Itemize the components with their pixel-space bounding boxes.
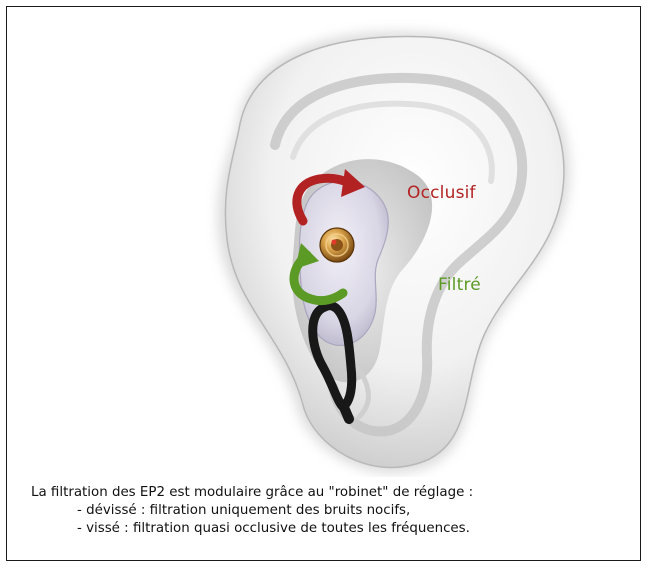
figure-frame: Occlusif Filtré La filtration des EP2 es… xyxy=(6,6,641,561)
label-occlusif: Occlusif xyxy=(407,183,476,203)
valve-knob-icon xyxy=(320,228,354,262)
caption-item-devisse: - dévissé : filtration uniquement des br… xyxy=(31,502,631,520)
label-filtre: Filtré xyxy=(438,275,481,295)
caption-item-visse: - vissé : filtration quasi occlusive de … xyxy=(31,520,631,538)
caption-intro: La filtration des EP2 est modulaire grâc… xyxy=(31,484,631,502)
caption: La filtration des EP2 est modulaire grâc… xyxy=(31,484,631,538)
ear-illustration xyxy=(7,7,641,477)
